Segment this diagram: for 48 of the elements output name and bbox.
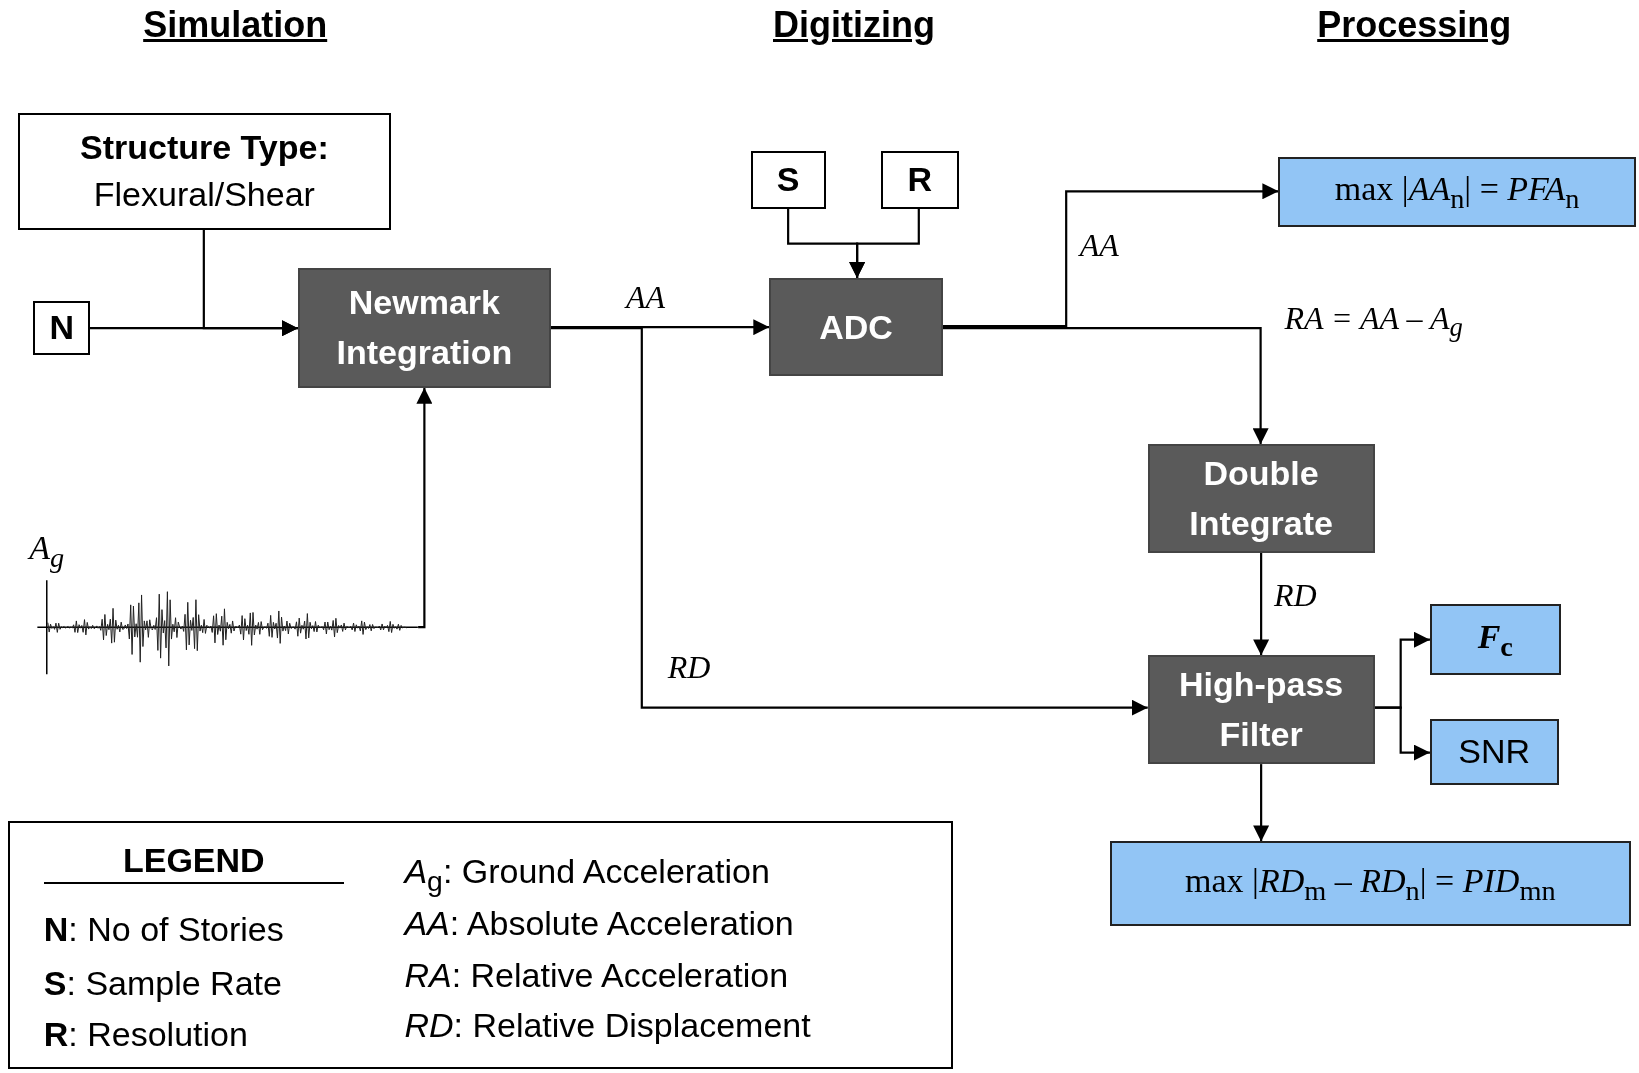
output-box [1278, 156, 1636, 227]
output-box [1429, 604, 1561, 676]
arrow [942, 327, 1269, 445]
arrow [1253, 552, 1270, 656]
legend-entry: S: Sample Rate [43, 962, 282, 1004]
section-heading: Simulation [143, 4, 328, 47]
arrow [416, 387, 433, 629]
box-label: Newmark Integration [335, 282, 514, 373]
box-label: High-pass Filter [1177, 664, 1345, 755]
legend-entry: RA: Relative Acceleration [404, 955, 789, 997]
box-label: ADC [819, 306, 893, 348]
legend-entry: AA: Absolute Acceleration [404, 902, 794, 944]
process-box [769, 278, 943, 377]
output-box [1110, 841, 1631, 927]
formula: max |AA$_{n}$| = PFA$_{n}$ [1334, 169, 1580, 216]
arrow [1253, 764, 1270, 842]
section-heading: Processing [1317, 4, 1512, 47]
arrow [89, 320, 298, 337]
box-label: Structure Type: [79, 126, 329, 168]
box-label: SNR [1458, 731, 1531, 773]
formula: max |RD$_{m}$ – RD$_{n}$| = PID$_{mn}$ [1185, 861, 1556, 908]
legend-entry: R: Resolution [43, 1013, 248, 1055]
process-box [1147, 655, 1375, 765]
legend-box [8, 820, 954, 1070]
text-box [881, 150, 959, 210]
arrow [942, 183, 1279, 328]
arrow [1374, 706, 1430, 761]
box-label: Flexural/Shear [93, 174, 315, 216]
output-box [1429, 719, 1559, 785]
text-box [750, 150, 826, 210]
legend-entry: A$_{g}$: Ground Acceleration [404, 850, 770, 899]
box-label: Double Integrate [1188, 453, 1334, 544]
box-label: S [776, 159, 800, 200]
formula: F$_{c}$ [1477, 617, 1513, 664]
box-label: R [907, 159, 933, 200]
arrow [550, 319, 770, 336]
box-label: N [49, 307, 74, 349]
signal-label: A$_{g}$ [29, 527, 65, 575]
section-heading: Digitizing [773, 4, 935, 47]
process-box [297, 267, 551, 388]
text-box [33, 301, 90, 356]
legend-title: LEGEND [43, 838, 344, 885]
arrow [550, 327, 1148, 716]
legend-entry: N: No of Stories [43, 909, 284, 951]
text-box [17, 112, 391, 230]
process-box [1147, 444, 1375, 553]
arrow [849, 209, 920, 279]
legend-entry: RD: Relative Displacement [404, 1005, 811, 1047]
